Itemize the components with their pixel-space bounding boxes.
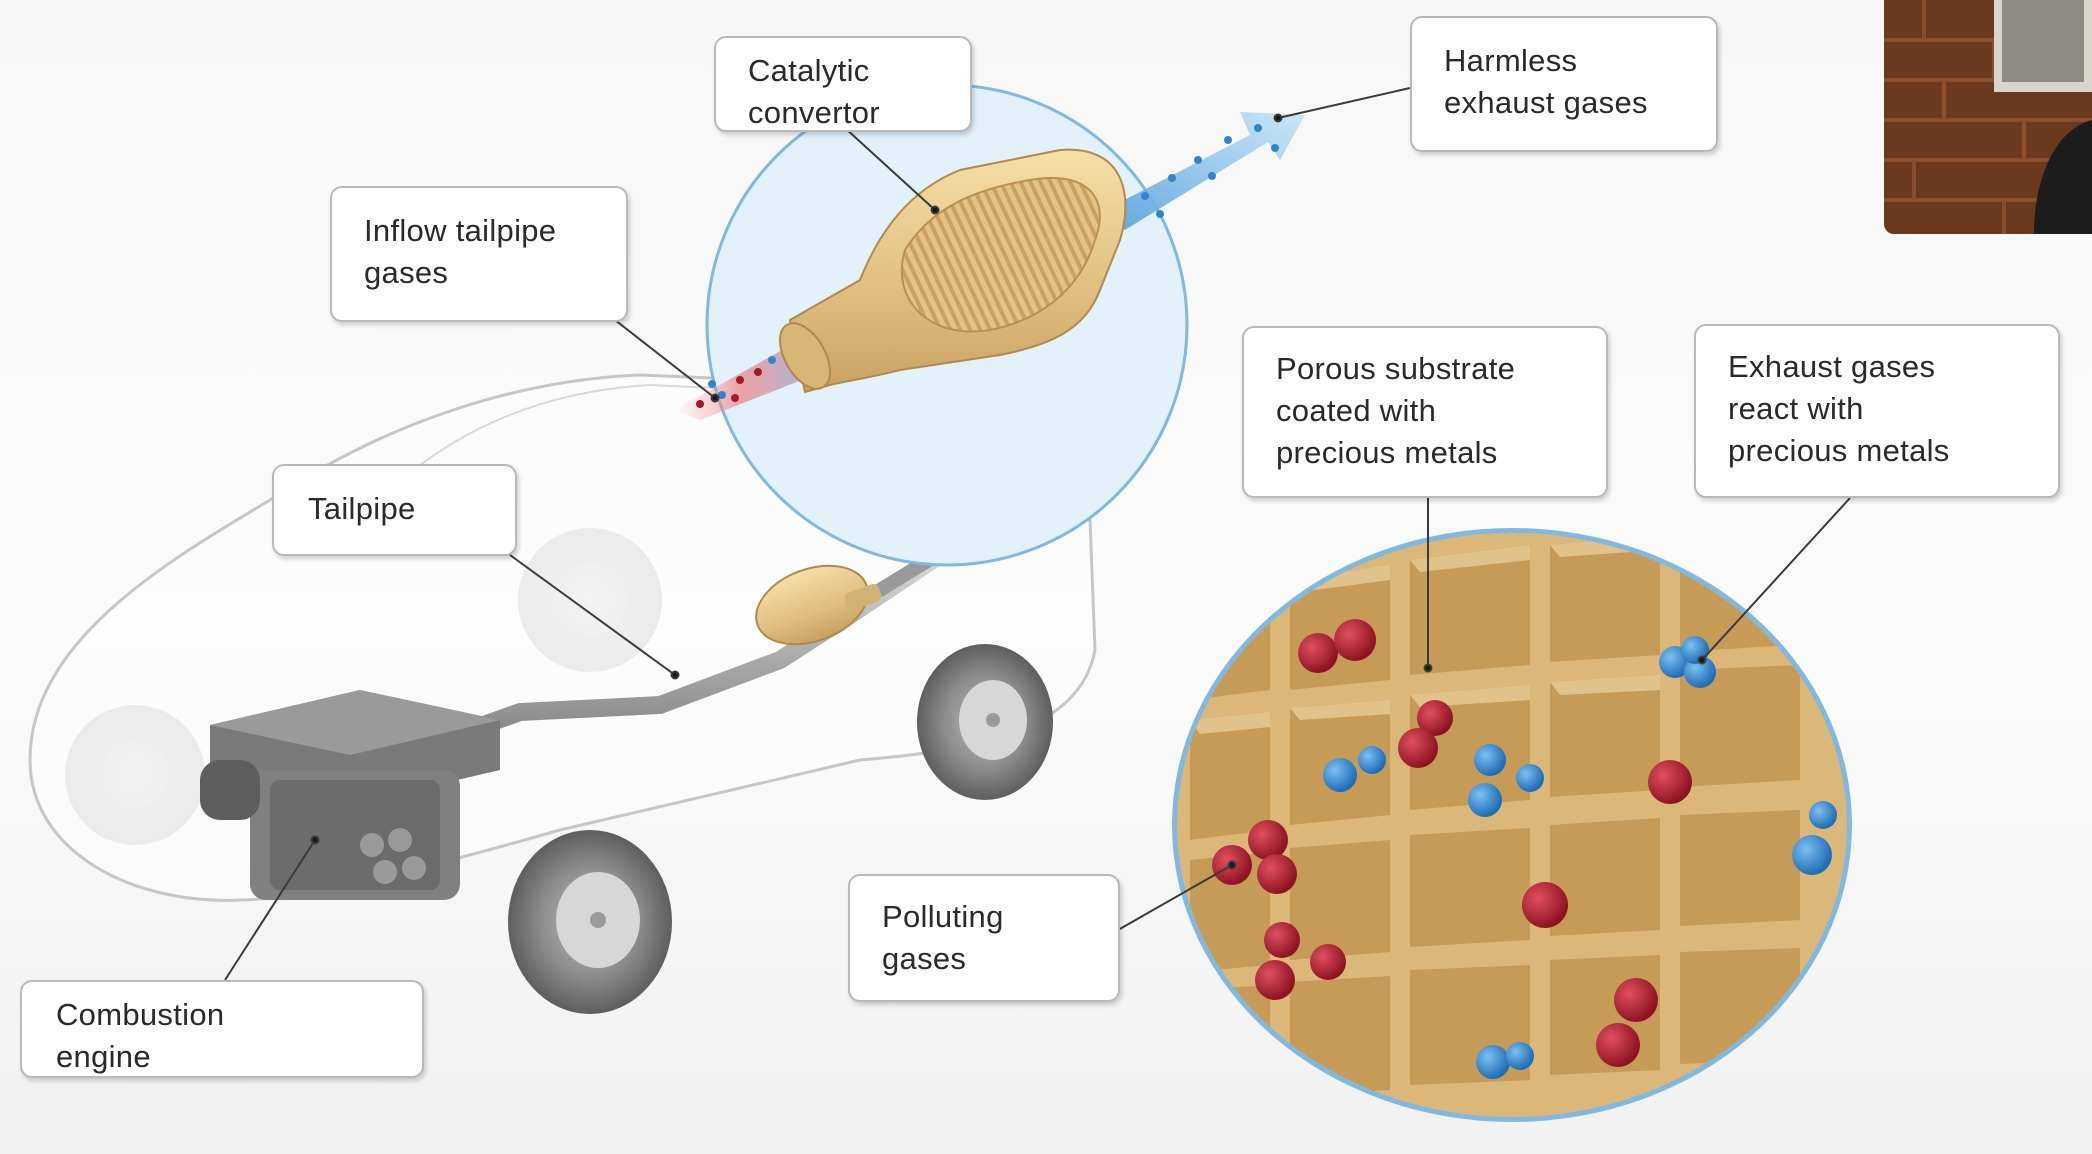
callout-tailpipe: Tailpipe (272, 464, 517, 556)
callout-line: convertor (748, 95, 880, 130)
callout-line: Porous substrate (1276, 351, 1516, 386)
callout-combustion-engine: Combustion engine (20, 980, 424, 1078)
callout-line: Exhaust gases (1728, 349, 1936, 384)
callout-catalytic-convertor: Catalytic convertor (714, 36, 972, 132)
callout-inflow-tailpipe: Inflow tailpipe gases (330, 186, 628, 322)
callout-line: gases (364, 255, 449, 290)
rear-wheel-icon (508, 830, 672, 1014)
callout-porous-substrate: Porous substrate coated with precious me… (1242, 326, 1608, 498)
rear-far-wheel (65, 705, 205, 845)
front-far-wheel (518, 528, 662, 672)
leader-catalytic (844, 127, 936, 211)
substrate-zoom (1172, 528, 1852, 1122)
callout-line: precious metals (1728, 433, 1950, 468)
callout-line: Catalytic (748, 53, 870, 88)
callout-line: Inflow tailpipe (364, 213, 557, 248)
leader-inflow (614, 319, 716, 399)
engine-block-icon (200, 690, 500, 900)
webcam-feed-image (1884, 0, 2092, 234)
callout-line: coated with (1276, 393, 1437, 428)
callout-polluting-gases: Polluting gases (848, 874, 1120, 1002)
callout-line: precious metals (1276, 435, 1498, 470)
callout-line: gases (882, 941, 967, 976)
webcam-thumbnail (1884, 0, 2092, 234)
leader-polluting (1117, 864, 1233, 931)
callout-line: exhaust gases (1444, 85, 1648, 120)
callout-line: Combustion (56, 997, 225, 1032)
front-wheel-icon (917, 644, 1053, 800)
callout-line: Tailpipe (308, 491, 416, 526)
callout-line: Harmless (1444, 43, 1578, 78)
converter-magnifier (675, 83, 1305, 567)
car-converter-icon (755, 564, 882, 646)
callout-line: engine (56, 1039, 151, 1074)
leader-react (1701, 497, 1851, 661)
callout-line: Polluting (882, 899, 1004, 934)
leader-harmless (1277, 87, 1411, 119)
callout-harmless-exhaust: Harmless exhaust gases (1410, 16, 1718, 152)
leader-engine (224, 839, 316, 981)
callout-line: react with (1728, 391, 1864, 426)
leader-tailpipe (509, 554, 676, 676)
leader-lines (224, 87, 1851, 981)
callout-exhaust-react: Exhaust gases react with precious metals (1694, 324, 2060, 498)
